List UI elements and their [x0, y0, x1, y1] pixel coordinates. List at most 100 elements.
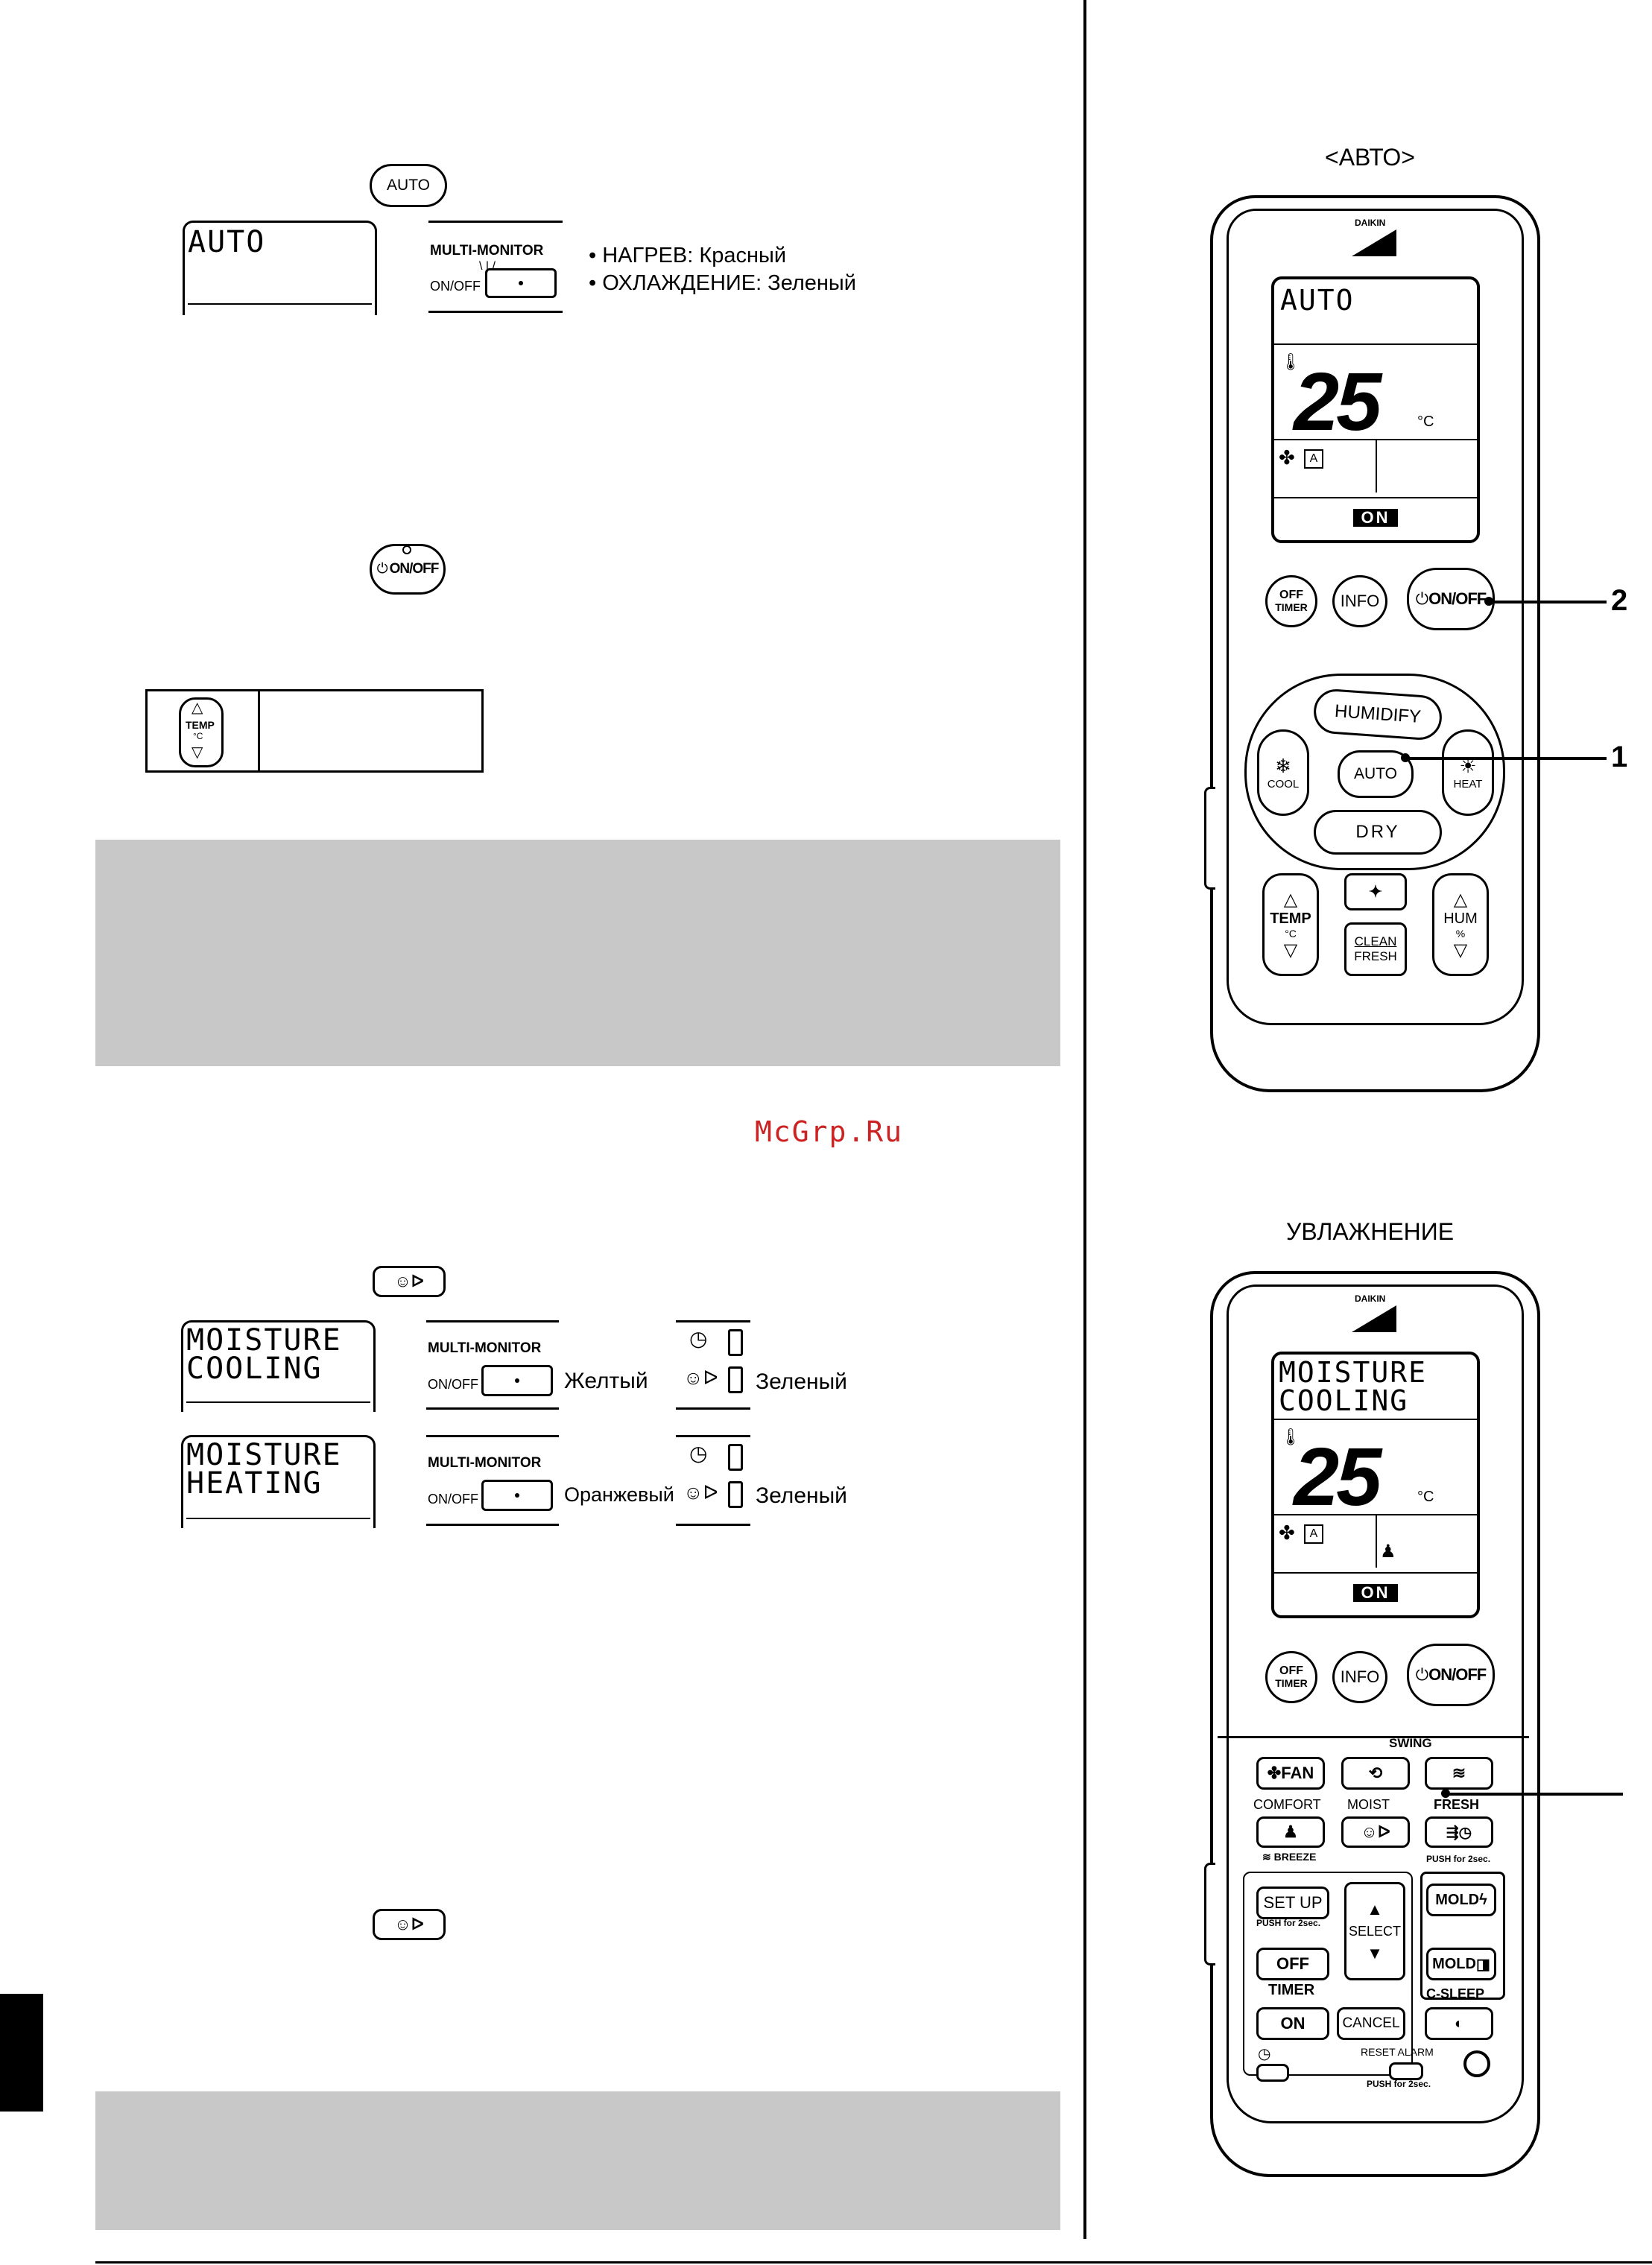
flap-panel [1218, 1736, 1529, 2088]
clean-fresh-button[interactable]: CLEAN FRESH [1344, 922, 1407, 976]
triangle-up-icon: △ [1453, 889, 1468, 910]
snowflake-icon: ❄ [1275, 755, 1291, 777]
triangle-up-icon: △ [192, 700, 203, 716]
humidify-button[interactable]: HUMIDIFY [1312, 688, 1443, 741]
moist-icon: ☺ᐅ [394, 1915, 424, 1933]
mold-group [1420, 1872, 1505, 2000]
lightning-icon: ϟ [1479, 1891, 1487, 1908]
heat-button[interactable]: ☀ HEAT [1442, 729, 1494, 816]
timer-moist-indicators-2: ◷ ☺ᐅ [676, 1435, 750, 1526]
reset-hole-icon [1463, 2050, 1490, 2077]
onoff-button[interactable]: ⏻ON/OFF [1407, 568, 1495, 630]
fresh-timer-icon: ⇶◷ [1446, 1824, 1472, 1841]
page-tab-marker [0, 1994, 43, 2112]
lcd-auto-text: AUTO [188, 225, 266, 259]
swing-vertical-button[interactable]: ⟲ [1341, 1757, 1410, 1790]
moist-icon: ☺ᐅ [683, 1481, 718, 1504]
note-panel-2 [95, 2091, 1060, 2230]
fan-icon: ✤ [1267, 1764, 1282, 1782]
moist-icon: ☺ᐅ [683, 1366, 718, 1389]
onoff-led-icon [402, 545, 411, 554]
info-button[interactable]: INFO [1332, 1651, 1387, 1703]
column-divider [1083, 0, 1086, 2239]
moist-button-1[interactable]: ☺ᐅ [373, 1266, 446, 1297]
clock-icon: ◷ [689, 1442, 708, 1465]
wash-icon: ◨ [1475, 1956, 1490, 1973]
clock-set-button[interactable] [1256, 2064, 1289, 2082]
comfort-button[interactable]: ♟ [1256, 1816, 1325, 1848]
remote-auto-caption: <АВТО> [1325, 144, 1415, 171]
moist-button[interactable]: ☺ᐅ [1341, 1816, 1410, 1848]
daikin-logo-icon [1352, 229, 1396, 256]
moist-button-2[interactable]: ☺ᐅ [373, 1909, 446, 1940]
lcd-auto-fragment: AUTO [183, 221, 377, 315]
swing-horizontal-button[interactable]: ≋ [1425, 1757, 1493, 1790]
setup-button[interactable]: SET UP [1256, 1887, 1329, 1919]
color-orange: Оранжевый [564, 1483, 674, 1506]
remote-auto: DAIKIN AUTO 🌡 25 °C ✤ A ON OFF TIMER INF… [1204, 195, 1540, 1092]
cancel-button[interactable]: CANCEL [1337, 2007, 1405, 2040]
select-rocker[interactable]: ▲ SELECT ▼ [1344, 1882, 1405, 1980]
triangle-down-icon: ▽ [1453, 940, 1468, 960]
off-timer-button[interactable]: OFF TIMER [1265, 575, 1317, 627]
arrow-up-icon: ▲ [1367, 1899, 1383, 1919]
lcd-moist-cool: MOISTURE COOLING [181, 1320, 376, 1412]
setup-timer-group [1243, 1872, 1413, 2076]
color-yellow: Желтый [564, 1369, 648, 1393]
arrow-down-icon: ▼ [1367, 1943, 1383, 1963]
off-timer-rect-button[interactable]: OFF [1256, 1948, 1329, 1980]
moist-icon: ☺ᐅ [394, 1272, 424, 1290]
multi-monitor-moist-heat: MULTI-MONITOR ON/OFF [426, 1435, 559, 1526]
callout-1: 1 [1611, 741, 1628, 773]
callout-2: 2 [1611, 584, 1628, 617]
reset-alarm-button[interactable] [1389, 2062, 1423, 2080]
multi-monitor-auto: MULTI-MONITOR ON/OFF \ | / [428, 221, 563, 313]
fresh-button[interactable]: ⇶◷ [1425, 1816, 1493, 1848]
airflow-icon: ✦ [1368, 882, 1383, 901]
callout-line-2 [1487, 601, 1607, 604]
watermark: McGrp.Ru [755, 1115, 904, 1148]
dry-button[interactable]: DRY [1314, 810, 1442, 855]
power-icon: ⏻ [1415, 1665, 1429, 1685]
callout-line-1 [1404, 757, 1607, 760]
remote-moist-lcd: MOISTURE COOLING 🌡 25 °C ✤ A ♟ ON [1271, 1352, 1480, 1618]
temp-rocker-button[interactable]: △ TEMP °C ▽ [1262, 873, 1319, 976]
csleep-button[interactable]: ◐ [1425, 2007, 1493, 2040]
remote-moist: DAIKIN MOISTURE COOLING 🌡 25 °C ✤ A ♟ ON… [1204, 1271, 1540, 2177]
mode-cluster: HUMIDIFY ❄ COOL AUTO ☀ HEAT DRY [1244, 674, 1505, 870]
sun-icon: ☀ [1459, 755, 1477, 777]
off-timer-button[interactable]: OFF TIMER [1265, 1651, 1317, 1703]
fan-auto-box: A [1304, 449, 1323, 469]
on-timer-button[interactable]: ON [1256, 2007, 1329, 2040]
mold-wash-button[interactable]: MOLD◨ [1426, 1948, 1496, 1980]
swing-horizontal-icon: ≋ [1452, 1764, 1466, 1782]
on-indicator: ON [1353, 508, 1398, 527]
sleep-icon: ◐ [1454, 2015, 1464, 2032]
temp-rocker[interactable]: △ TEMP °C ▽ [179, 697, 224, 767]
thermometer-icon: 🌡 [1280, 1428, 1301, 1446]
clock-icon: ◷ [1258, 2046, 1271, 2062]
callout-line-moist [1444, 1793, 1623, 1796]
multi-monitor-lamp [485, 268, 557, 298]
on-indicator: ON [1353, 1583, 1398, 1602]
cool-button[interactable]: ❄ COOL [1257, 729, 1309, 816]
moist-icon: ☺ᐅ [1361, 1822, 1390, 1841]
power-icon: ⏻ [376, 561, 388, 577]
hum-rocker-button[interactable]: △ HUM % ▽ [1432, 873, 1489, 976]
color-green-1: Зеленый [756, 1369, 847, 1394]
note-panel-1 [95, 840, 1060, 1066]
info-button[interactable]: INFO [1332, 575, 1387, 627]
temp-key-box: △ TEMP °C ▽ [145, 689, 484, 773]
triangle-up-icon: △ [1283, 889, 1298, 910]
fan-button[interactable]: ✤FAN [1256, 1757, 1325, 1790]
remote-moist-caption: УВЛАЖНЕНИЕ [1286, 1218, 1455, 1245]
onoff-button[interactable]: ⏻ON/OFF [1407, 1644, 1495, 1706]
lcd-moist-heat: MOISTURE HEATING [181, 1435, 376, 1528]
auto-button[interactable]: AUTO [370, 164, 447, 207]
triangle-down-icon: ▽ [1283, 940, 1298, 960]
airflow-button[interactable]: ✦ [1344, 873, 1407, 910]
remote-auto-lcd: AUTO 🌡 25 °C ✤ A ON [1271, 276, 1480, 543]
bottom-rule [95, 2261, 1652, 2264]
color-green-2: Зеленый [756, 1483, 847, 1508]
